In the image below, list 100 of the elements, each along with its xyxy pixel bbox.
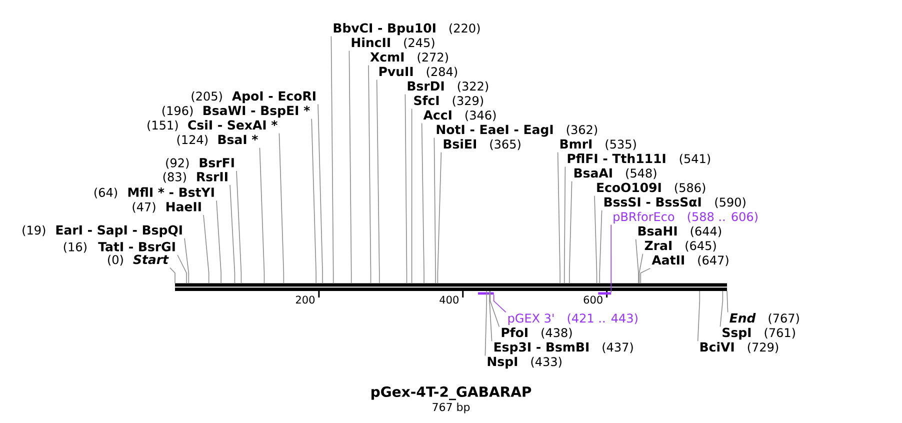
position-label: (0) bbox=[108, 254, 123, 266]
leader-line bbox=[635, 238, 639, 284]
leader-line bbox=[484, 290, 488, 356]
leader-line bbox=[330, 36, 334, 284]
position-label: (220) bbox=[450, 23, 480, 34]
enzyme-label: PflFI - Tth111I bbox=[568, 154, 666, 163]
enzyme-label: HincII bbox=[352, 38, 390, 48]
position-label: (124) bbox=[177, 134, 208, 146]
position-label: (535) bbox=[606, 139, 636, 150]
enzyme-label: BsiEI bbox=[444, 139, 476, 149]
enzyme-label: BbvCI - Bpu10I bbox=[334, 23, 436, 36]
position-label: (729) bbox=[748, 342, 778, 354]
enzyme-label: TatI - BsrGI bbox=[98, 242, 175, 252]
leader-line bbox=[203, 214, 210, 284]
position-label: (322) bbox=[458, 81, 488, 92]
leader-line bbox=[421, 122, 424, 284]
enzyme-label: AatII bbox=[652, 255, 684, 265]
position-label: (761) bbox=[764, 328, 795, 339]
enzyme-label: SfcI bbox=[414, 96, 439, 106]
leader-line bbox=[594, 195, 598, 284]
enzyme-label: BsrFI bbox=[200, 158, 234, 168]
leader-line bbox=[434, 137, 436, 284]
position-label: (647) bbox=[698, 255, 728, 266]
tick-label: 400 bbox=[440, 296, 458, 304]
leader-line bbox=[368, 64, 372, 284]
leader-line bbox=[184, 238, 190, 284]
enzyme-label: PfoI bbox=[502, 328, 528, 338]
enzyme-label: CsiI - SexAI * bbox=[188, 120, 278, 130]
sequence-bar bbox=[175, 283, 727, 291]
enzyme-label: RsrII bbox=[197, 172, 228, 182]
position-label: (92) bbox=[166, 158, 189, 169]
position-label: (47) bbox=[132, 202, 156, 213]
leader-line bbox=[697, 290, 700, 342]
position-label: (541) bbox=[680, 154, 710, 165]
caption: 767 bp bbox=[432, 402, 470, 414]
leader-line bbox=[638, 253, 644, 284]
enzyme-label: BmrI bbox=[560, 139, 592, 148]
enzyme-label: SspI bbox=[722, 328, 751, 340]
leader-line bbox=[278, 132, 284, 284]
terminus-label: Start bbox=[133, 254, 169, 264]
position-label: (645) bbox=[686, 240, 716, 252]
position-label: (19) bbox=[22, 225, 46, 236]
title: pGex-4T-2_GABARAP bbox=[372, 386, 532, 400]
enzyme-label: BsrDI bbox=[408, 81, 444, 91]
enzyme-label: BsaAI bbox=[574, 168, 612, 178]
position-label: (151) bbox=[148, 120, 178, 132]
leader-line bbox=[557, 152, 560, 284]
position-label: (362) bbox=[566, 124, 598, 136]
position-label: (196) bbox=[162, 106, 193, 117]
leader-line bbox=[490, 290, 500, 328]
leader-line bbox=[720, 290, 724, 328]
leader-line bbox=[311, 118, 316, 284]
leader-line bbox=[348, 50, 352, 284]
position-label: (329) bbox=[452, 96, 484, 107]
leader-line bbox=[726, 290, 728, 313]
enzyme-label: AccI bbox=[423, 110, 452, 120]
position-label: (245) bbox=[404, 38, 434, 49]
enzyme-label: NotI - EaeI - EagI bbox=[436, 124, 553, 137]
leader-line bbox=[404, 94, 408, 284]
position-label: (421 .. 443) bbox=[568, 313, 638, 324]
leader-line bbox=[437, 152, 442, 284]
leader-line bbox=[489, 290, 492, 342]
position-label: (548) bbox=[626, 168, 656, 180]
position-label: (586) bbox=[674, 182, 706, 194]
position-label: (588 .. 606) bbox=[688, 212, 758, 223]
leader-line bbox=[230, 184, 236, 284]
leader-line bbox=[259, 147, 265, 284]
leader-line bbox=[376, 79, 380, 284]
position-label: (433) bbox=[531, 356, 562, 368]
primer-label: pBRforEco bbox=[614, 212, 674, 224]
enzyme-label: XcmI bbox=[370, 52, 404, 62]
position-label: (644) bbox=[690, 226, 722, 238]
enzyme-label: ApoI - EcoRI bbox=[232, 91, 316, 104]
enzyme-label: BsaHI bbox=[638, 226, 677, 236]
enzyme-label: EarI - SapI - BspQI bbox=[56, 225, 182, 238]
enzyme-label: NspI bbox=[488, 356, 518, 369]
leader-line bbox=[493, 294, 506, 313]
primer-site bbox=[598, 292, 612, 295]
position-label: (16) bbox=[64, 242, 86, 253]
primer-label: pGEX 3' bbox=[508, 314, 554, 325]
leader-line bbox=[610, 224, 612, 293]
leader-line bbox=[564, 166, 566, 284]
leader-line bbox=[599, 210, 602, 284]
enzyme-label: BssSI - BssSαI bbox=[604, 197, 701, 207]
position-label: (284) bbox=[426, 66, 458, 78]
enzyme-label: EcoO109I bbox=[597, 182, 661, 192]
position-label: (767) bbox=[768, 313, 799, 324]
enzyme-label: PvuII bbox=[379, 66, 413, 76]
position-label: (437) bbox=[602, 342, 633, 354]
leader-line bbox=[411, 108, 412, 284]
position-label: (64) bbox=[94, 188, 118, 198]
position-label: (205) bbox=[192, 91, 222, 102]
enzyme-label: BsaWI - BspEI * bbox=[204, 106, 310, 118]
leader-line bbox=[236, 170, 242, 284]
enzyme-label: ZraI bbox=[644, 240, 672, 250]
leader-line bbox=[640, 268, 651, 284]
terminus-label: End bbox=[730, 313, 756, 323]
enzyme-label: BciVI bbox=[700, 342, 734, 352]
primer-site bbox=[478, 292, 494, 295]
position-label: (272) bbox=[418, 52, 448, 64]
